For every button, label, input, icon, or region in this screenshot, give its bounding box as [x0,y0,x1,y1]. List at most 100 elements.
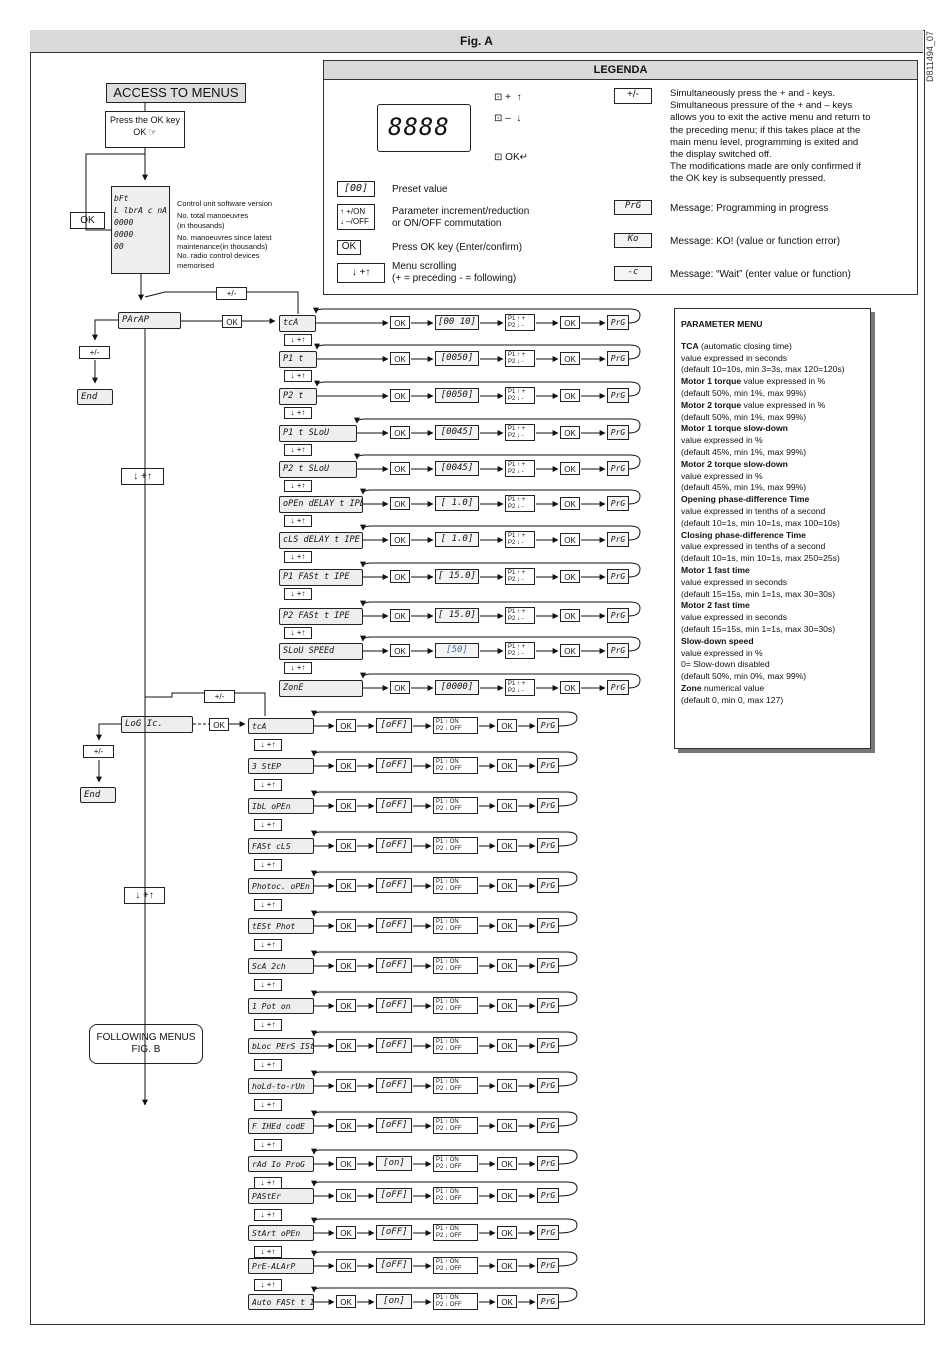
logic-value: [oFF] [376,758,412,773]
param-p1p2-control: P1 ↑ +P2 ↓ - [505,495,535,512]
logic-item-label: 1 Pot on [248,998,314,1014]
param-value: [0045] [435,425,479,440]
logic-ok: OK [336,959,356,972]
logic-value: [oFF] [376,1258,412,1273]
logic-value: [oFF] [376,918,412,933]
param-ok: OK [560,462,580,475]
logic-ok: OK [336,1039,356,1052]
param-value: [ 15.0] [435,608,479,623]
parameter-menu-line: (default 10=1s, min 10=1s, max 100=10s) [681,518,864,530]
param-ok: OK [560,681,580,694]
param-item-label: cLS dELAY t IPE [279,532,363,549]
parameter-name: Motor 1 torque slow-down [681,423,788,434]
parameter-menu-line: (default 10=10s, min 3=3s, max 120=120s) [681,364,864,376]
parameter-desc: (default 50%, min 1%, max 99%) [681,387,807,398]
plusminus-line: the display switched off. [670,149,772,161]
param-p1p2-control: P1 ↑ +P2 ↓ - [505,679,535,696]
logic-value: [oFF] [376,798,412,813]
parameter-desc: (default 45%, min 1%, max 99%) [681,446,807,457]
param-prg: PrG [607,643,629,658]
parameter-desc: value expressed in tenths of a second [681,505,826,516]
param-prg: PrG [607,532,629,547]
figure-title: Fig. A [30,30,923,53]
logic-prg: PrG [537,1258,559,1273]
parameter-name: Opening phase-difference Time [681,494,810,505]
ok-symbol: OK [337,240,361,255]
parameter-desc: 0= Slow-down disabled [681,659,770,670]
logic-prg: PrG [537,1038,559,1053]
param-plusminus-exit: +/- [79,346,110,359]
logic-ok: OK [497,759,517,772]
display-notes: Control unit software version No. total … [177,199,273,270]
logic-ok: OK [336,1295,356,1308]
parameter-desc: (default 45%, min 1%, max 99%) [681,482,807,493]
parameter-name: Slow-down speed [681,635,754,646]
parameter-menu-line: value expressed in seconds [681,353,864,365]
logic-prg: PrG [537,1156,559,1171]
logic-prg: PrG [537,958,559,973]
prg-text: Message: Programming in progress [670,203,829,214]
param-ok: OK [390,497,410,510]
param-scroll-icon: ↓ +↑ [284,662,312,674]
parameter-menu-line: (default 0, min 0, max 127) [681,695,864,707]
logic-value: [oFF] [376,958,412,973]
logic-scroll-icon: ↓ +↑ [254,1019,282,1031]
logic-prg: PrG [537,998,559,1013]
logic-item-label: FASt cLS [248,838,314,854]
parameter-menu-line: (default 45%, min 1%, max 99%) [681,447,864,459]
parameter-name: Motor 1 torque [681,376,742,387]
param-scroll-icon: ↓ +↑ [284,551,312,563]
minus-key-symbol: ⊡ – ↓ [494,113,522,124]
legend-panel: LEGENDA [323,60,918,295]
logic-item-label: hoLd-to-rUn [248,1078,314,1094]
logic-ok: OK [497,959,517,972]
param-increment-symbol: ↑ +/ON↓ –/OFF [337,204,375,230]
param-end: End [77,389,113,405]
parameter-menu-line: (default 15=15s, min 1=1s, max 30=30s) [681,624,864,636]
ok-key-symbol: ⊡ OK↵ [494,152,529,163]
parameter-desc: value expressed in seconds [681,576,788,587]
param-ok: OK [390,681,410,694]
logic-prg: PrG [537,758,559,773]
param-prg: PrG [607,569,629,584]
param-ok: OK [390,533,410,546]
param-ok: OK [390,570,410,583]
parameter-desc: (default 10=1s, min 10=1s, max 250=25s) [681,553,840,564]
logic-scroll-icon: ↓ +↑ [254,899,282,911]
param-p1p2-control: P1 ↑ +P2 ↓ - [505,387,535,404]
param-p1p2-control: P1 ↑ +P2 ↓ - [505,350,535,367]
logic-prg: PrG [537,1078,559,1093]
param-prg: PrG [607,680,629,695]
logic-value: [oFF] [376,1118,412,1133]
ko-symbol: Ko [614,233,652,248]
plusminus-line: the preceding menu; if this takes place … [670,124,861,136]
logic-item-label: 3 StEP [248,758,314,774]
param-scroll-icon: ↓ +↑ [284,444,312,456]
logic-scroll-icon: ↓ +↑ [254,1209,282,1221]
parameter-menu-line: (default 50%, min 1%, max 99%) [681,388,864,400]
logic-scroll-icon: ↓ +↑ [254,1139,282,1151]
param-scroll-icon: ↓ +↑ [284,407,312,419]
param-prg: PrG [607,315,629,330]
parameter-name: Zone [681,682,702,693]
logic-item-label: tESt Phot [248,918,314,934]
parameter-desc: value expressed in % [681,435,763,446]
logic-ok: OK [497,879,517,892]
parameter-desc: (default 10=10s, min 3=3s, max 120=120s) [681,364,845,375]
plusminus-line: Simultaneously press the + and - keys. [670,88,836,99]
display-icon: 8888 [377,104,471,152]
parameter-menu-line: value expressed in % [681,648,864,660]
logic-ok: OK [336,879,356,892]
prg-symbol: PrG [614,200,652,215]
param-ok: OK [560,570,580,583]
plusminus-line: allows you to exit the active menu and r… [670,112,871,124]
param-ok: OK [560,644,580,657]
